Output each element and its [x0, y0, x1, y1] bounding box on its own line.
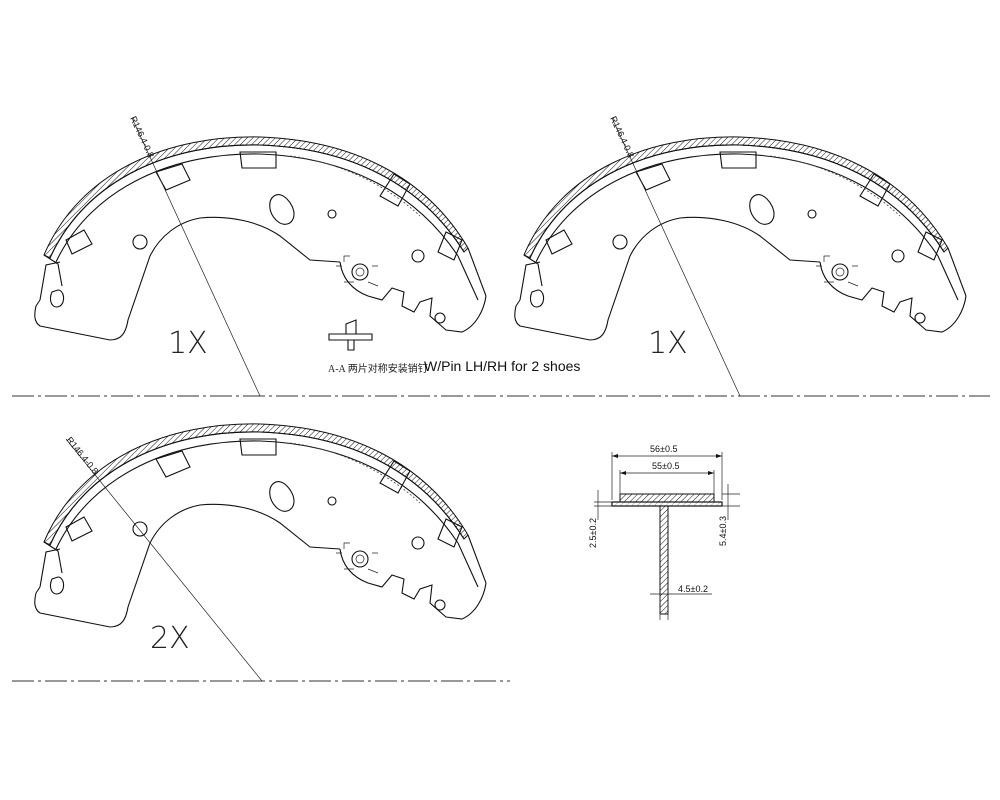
dim-web-thickness: 4.5±0.2: [678, 584, 708, 594]
brake-shoe-2: [514, 117, 967, 397]
radius-label-3: R146.4-0.8: [64, 435, 100, 476]
dim-lining-thickness: 5.4±0.3: [718, 516, 728, 546]
radius-label-2: R146.4-0.8: [608, 115, 636, 160]
dim-lining-width: 55±0.5: [652, 461, 679, 471]
quantity-label-3: 2X: [150, 621, 190, 656]
radius-label-1: R146.4-0.8: [128, 115, 156, 160]
pin-note: W/Pin LH/RH for 2 shoes: [424, 358, 580, 374]
section-note: A-A 两片对称安装销钉: [328, 362, 428, 375]
pin-section-symbol: [328, 319, 373, 351]
cross-section-view: [594, 452, 740, 620]
dim-overall-width: 56±0.5: [650, 444, 677, 454]
brake-shoe-1: [34, 117, 487, 397]
brake-shoe-3: [34, 423, 487, 682]
quantity-label-1: 1X: [168, 326, 208, 361]
quantity-label-2: 1X: [648, 326, 688, 361]
radius-leader-1: [131, 117, 261, 397]
dim-rim-thickness: 2.5±0.2: [588, 518, 598, 548]
